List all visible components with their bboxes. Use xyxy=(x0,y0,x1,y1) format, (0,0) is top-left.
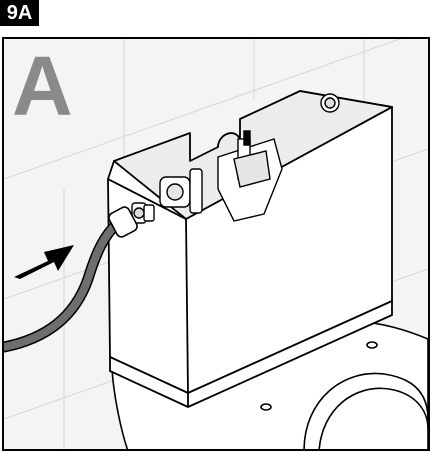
flush-valve xyxy=(217,130,283,222)
panel-letter: A xyxy=(12,39,73,133)
overflow-fitting xyxy=(320,93,340,113)
illustration-panel: A xyxy=(2,37,430,451)
insertion-arrow-icon xyxy=(14,245,74,279)
cistern-illustration xyxy=(4,39,428,449)
step-label: 9A xyxy=(0,0,39,26)
inlet-connector xyxy=(131,202,155,224)
water-hose xyxy=(4,206,138,353)
fill-valve xyxy=(159,168,203,214)
